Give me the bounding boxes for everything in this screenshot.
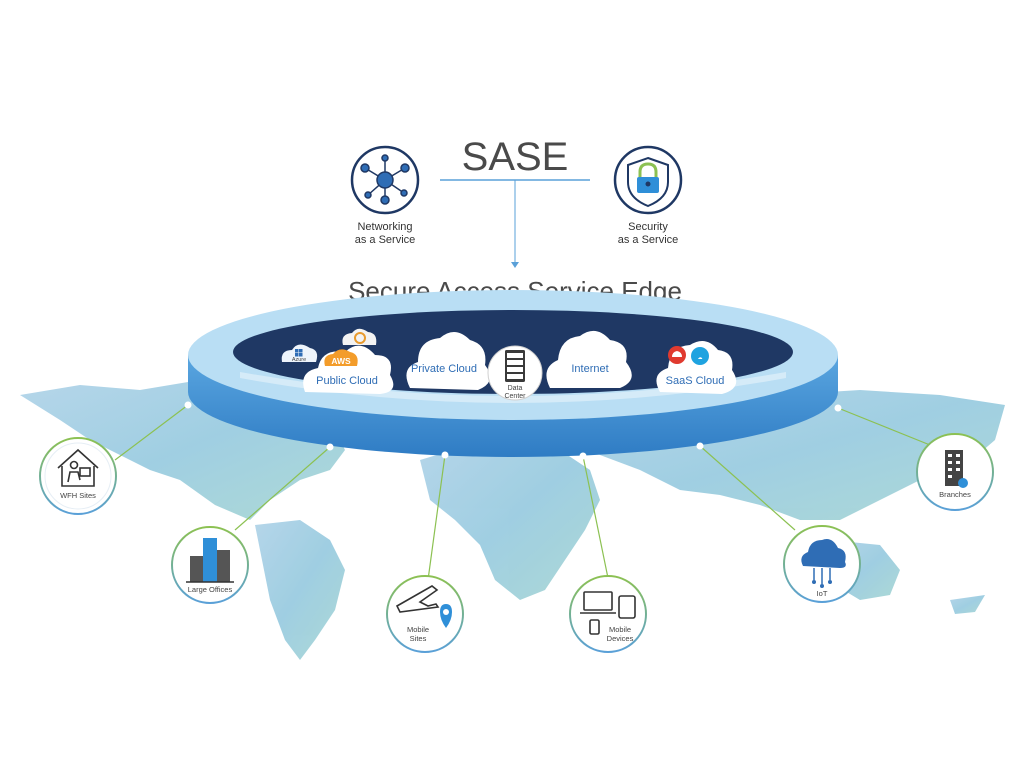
branch-building-icon xyxy=(945,450,968,488)
aws-badge-label: AWS xyxy=(331,356,351,366)
salesforce-icon xyxy=(691,347,709,365)
security-line2: as a Service xyxy=(618,234,679,246)
home-worker-icon xyxy=(57,448,99,487)
node-mobile-devices: Mobile Devices xyxy=(569,575,647,653)
public-cloud-label: Public Cloud xyxy=(316,375,378,387)
saas-cloud: ☁ SaaS Cloud xyxy=(656,341,737,394)
location-pin-icon xyxy=(440,604,452,628)
networking-service: Networking as a Service xyxy=(350,145,420,246)
connector-arrow-icon xyxy=(511,262,519,268)
public-cloud: Azure AWS Public Cloud xyxy=(281,328,394,394)
data-center: Data Center xyxy=(487,345,543,401)
node-branches: Branches xyxy=(916,433,994,511)
node-large-offices: Large Offices xyxy=(171,526,249,604)
mobile-sites-line2: Sites xyxy=(410,634,427,643)
security-service: Security as a Service xyxy=(613,145,683,246)
azure-cloud-icon: Azure xyxy=(281,344,318,363)
sase-ring: Azure AWS Public Cloud Private Cloud Int… xyxy=(184,290,842,460)
iot-cloud-icon xyxy=(801,539,846,588)
aws-badge: AWS xyxy=(324,349,358,366)
saas-cloud-label: SaaS Cloud xyxy=(666,375,725,387)
large-offices-label: Large Offices xyxy=(188,585,233,594)
airplane-icon xyxy=(395,585,440,613)
header: SASE Secure Access Service Edge xyxy=(348,135,683,306)
node-connectors xyxy=(114,404,931,581)
mobile-devices-line2: Devices xyxy=(607,634,634,643)
internet-cloud-label: Internet xyxy=(571,363,608,375)
office-buildings-icon xyxy=(186,538,234,583)
page-title: SASE xyxy=(462,135,569,179)
private-cloud-label: Private Cloud xyxy=(411,363,477,375)
iot-label: IoT xyxy=(817,589,828,598)
azure-badge-label: Azure xyxy=(292,357,306,363)
node-iot: IoT xyxy=(783,525,861,603)
branches-label: Branches xyxy=(939,490,971,499)
server-rack-icon xyxy=(505,350,525,382)
networking-line2: as a Service xyxy=(355,234,416,246)
private-cloud: Private Cloud xyxy=(406,331,491,390)
network-hub-icon xyxy=(360,154,410,205)
data-center-line1: Data xyxy=(508,385,523,392)
ring-inner-floor xyxy=(240,372,786,403)
networking-line1: Networking xyxy=(357,221,412,233)
security-line1: Security xyxy=(628,221,668,233)
shield-lock-icon xyxy=(627,156,669,208)
devices-icon xyxy=(580,591,636,635)
wfh-sites-label: WFH Sites xyxy=(60,491,96,500)
google-cloud-icon xyxy=(342,328,377,345)
internet-cloud: Internet xyxy=(546,330,632,388)
data-center-line2: Center xyxy=(504,393,526,400)
mobile-sites-line1: Mobile xyxy=(407,625,429,634)
node-mobile-sites: Mobile Sites xyxy=(386,575,464,653)
salesforce-icon-glyph: ☁ xyxy=(698,355,703,361)
ring-connector-dots xyxy=(184,401,842,460)
mobile-devices-line1: Mobile xyxy=(609,625,631,634)
node-wfh-sites: WFH Sites xyxy=(39,437,117,515)
